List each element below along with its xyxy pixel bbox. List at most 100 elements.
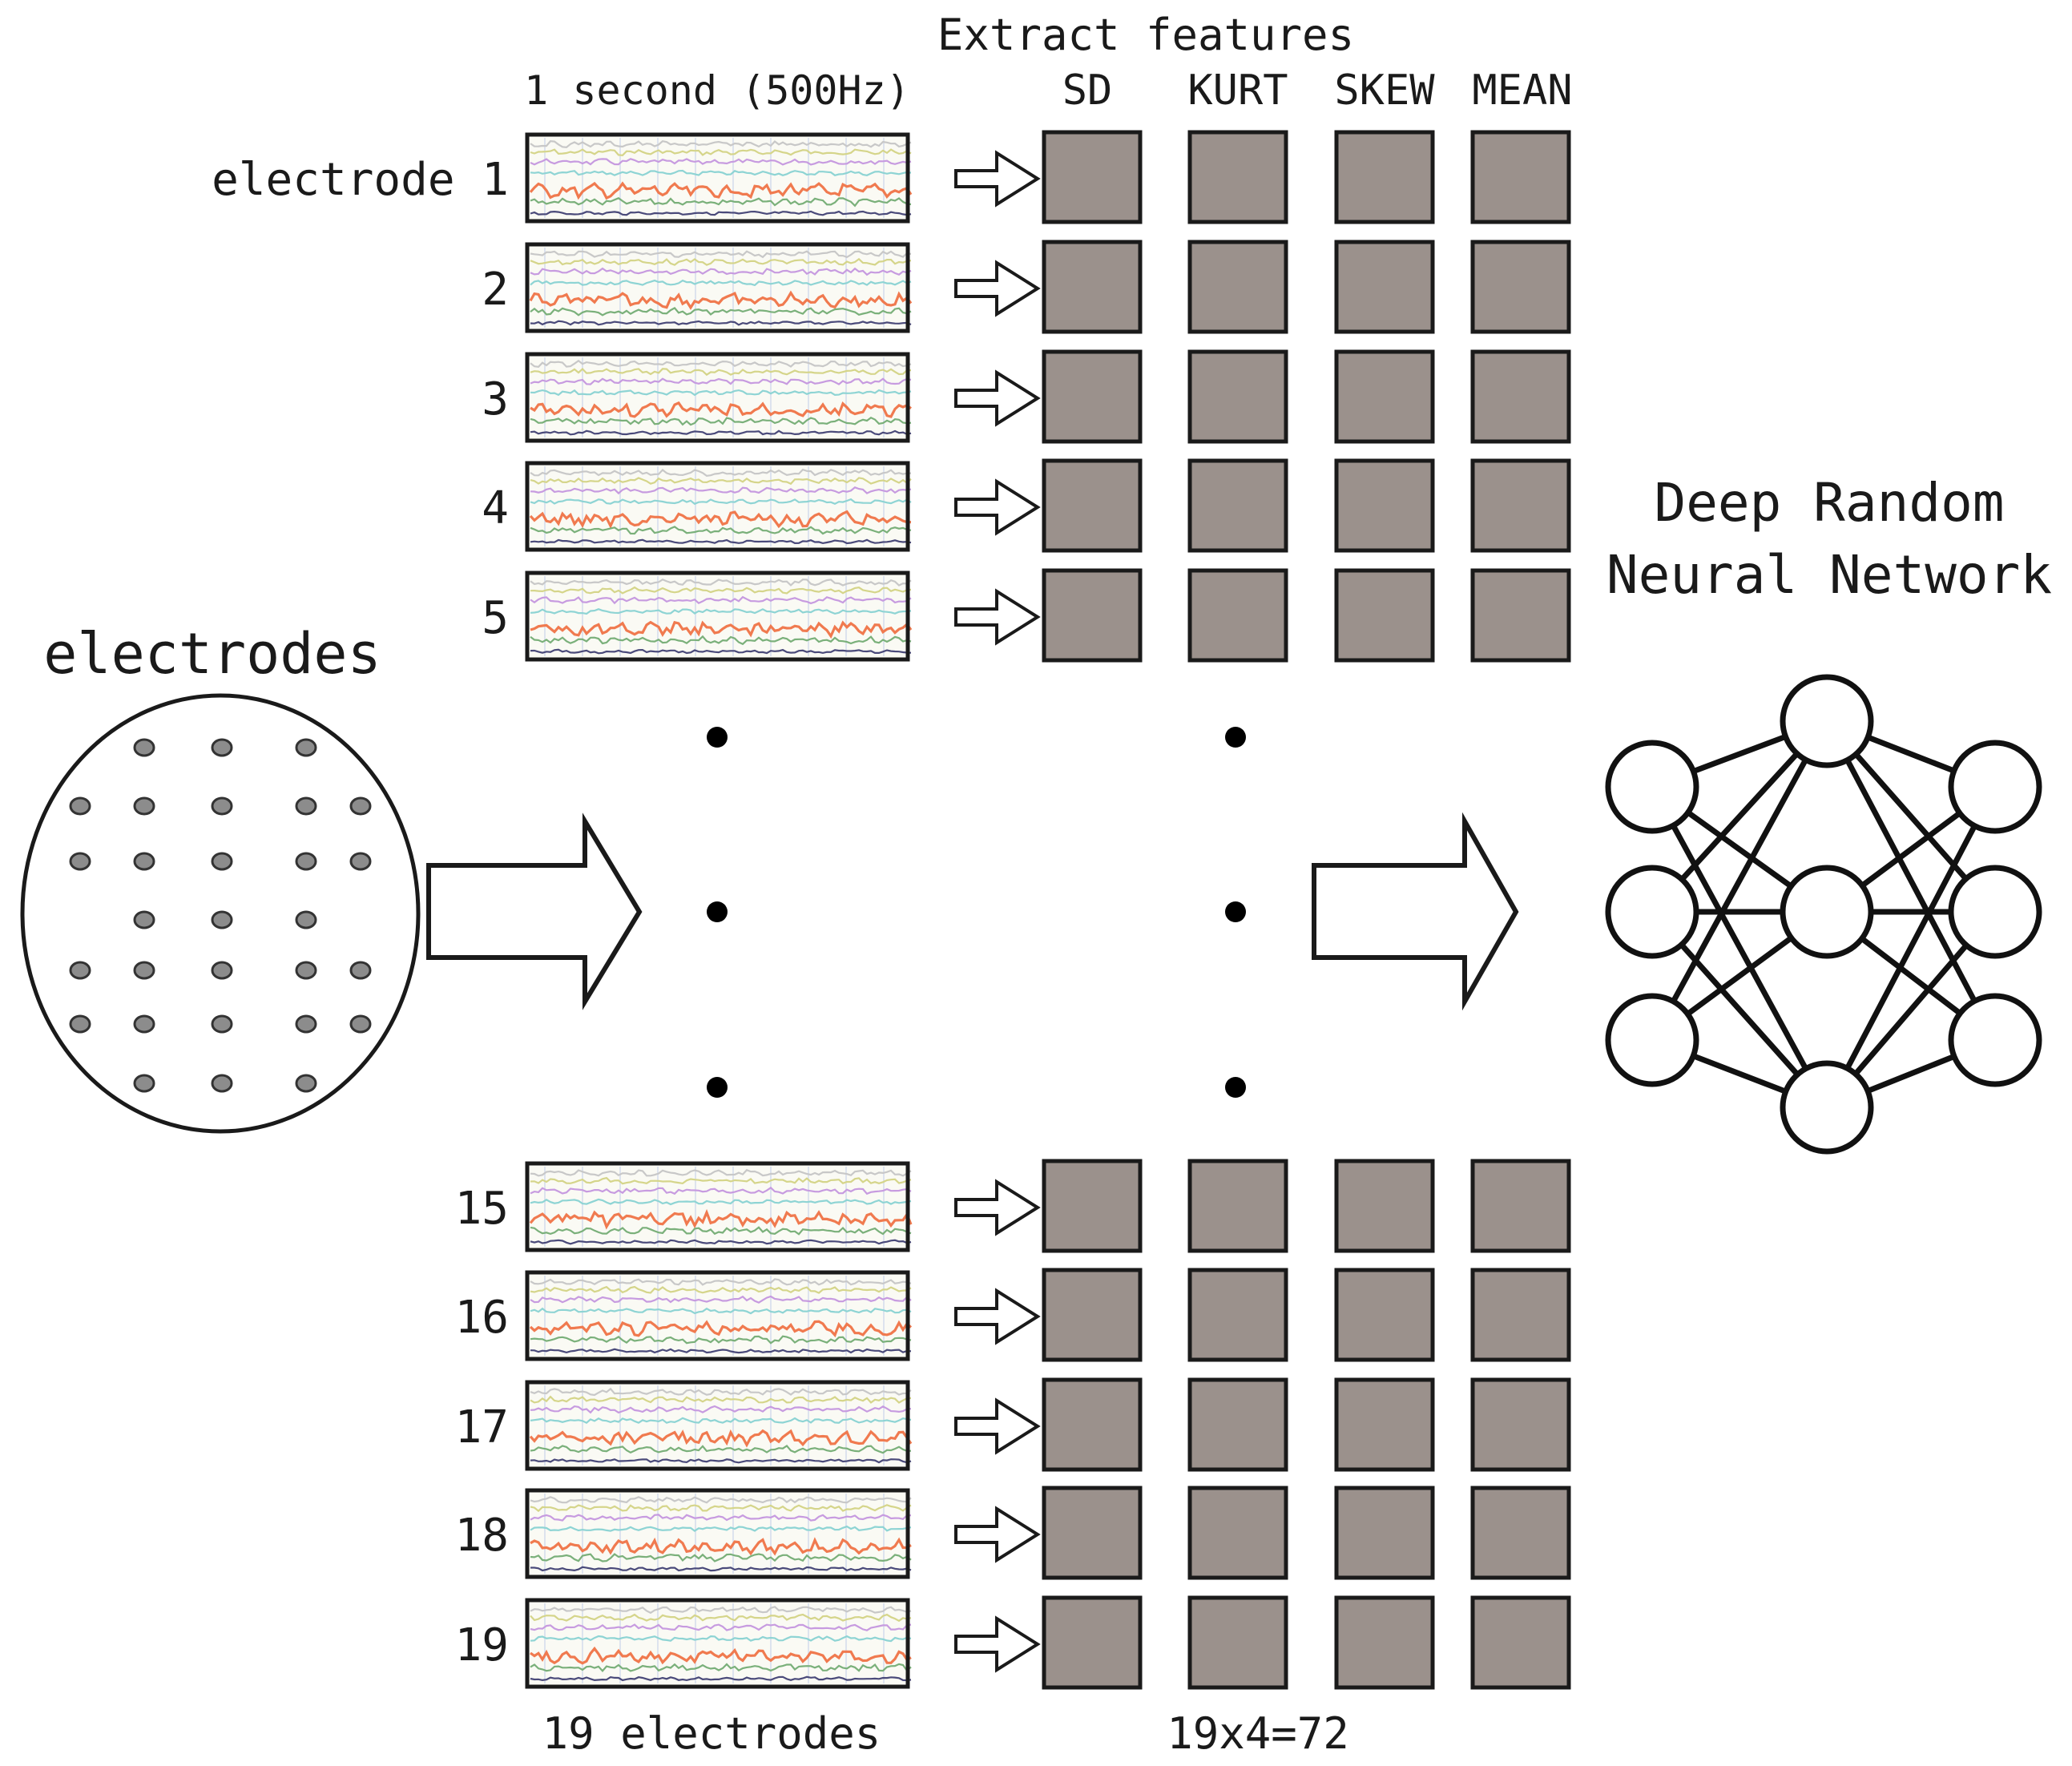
feature-box-kurt xyxy=(1187,349,1288,444)
feature-box-sd xyxy=(1042,1486,1143,1580)
ellipsis-dots-signals xyxy=(707,727,728,1098)
electrode-row: 16 xyxy=(455,1268,1571,1362)
electrode-row: 2 xyxy=(482,240,1571,334)
feature-box-skew xyxy=(1334,458,1435,553)
feature-box-sd xyxy=(1042,130,1143,224)
extract-features-title: Extract features xyxy=(937,10,1354,60)
feature-box-skew xyxy=(1334,1377,1435,1472)
scalp-electrode-dot xyxy=(133,852,155,871)
scalp-electrode-dot xyxy=(69,852,91,871)
feature-box-mean xyxy=(1470,349,1571,444)
scalp-electrode-dot xyxy=(133,961,155,980)
electrode-row: 15 xyxy=(455,1159,1571,1253)
scalp-electrode-dot xyxy=(295,852,317,871)
scalp-electrode-dot xyxy=(211,738,233,757)
electrode-row-label: 3 xyxy=(482,373,509,425)
feature-box-skew xyxy=(1334,240,1435,334)
feature-box-kurt xyxy=(1187,568,1288,663)
feature-box-skew xyxy=(1334,349,1435,444)
feature-box-mean xyxy=(1470,568,1571,663)
feature-box-kurt xyxy=(1187,1595,1288,1690)
ellipsis-dot xyxy=(707,1077,728,1098)
network-title-line2: Neural Network xyxy=(1606,544,2052,606)
feature-box-kurt xyxy=(1187,1486,1288,1580)
scalp-electrode-dot xyxy=(133,1014,155,1034)
electrode-row: electrode 1 xyxy=(212,130,1571,224)
network-node xyxy=(1605,740,1699,834)
electrode-row-label: 5 xyxy=(482,592,509,644)
feature-column-mean: MEAN xyxy=(1472,67,1572,115)
network-node xyxy=(1948,740,2042,834)
network-nodes xyxy=(1605,674,2042,1155)
feature-box-sd xyxy=(1042,1377,1143,1472)
small-arrow-right-icon xyxy=(954,1397,1041,1455)
electrode-row: 19 xyxy=(455,1595,1571,1690)
scalp-electrode-dot xyxy=(295,910,317,929)
electrode-row-label: 16 xyxy=(455,1292,509,1344)
feature-column-kurt: KURT xyxy=(1187,67,1288,115)
small-arrow-right-icon xyxy=(954,260,1041,317)
electrode-row: 17 xyxy=(455,1377,1571,1472)
network-node xyxy=(1780,865,1874,959)
network-node xyxy=(1780,674,1874,768)
eeg-signal-strip xyxy=(525,571,913,662)
feature-box-sd xyxy=(1042,1595,1143,1690)
scalp-electrode-dot xyxy=(133,738,155,757)
network-node xyxy=(1605,993,1699,1087)
small-arrow-right-icon xyxy=(954,1179,1041,1236)
electrode-row-label: 4 xyxy=(482,482,509,534)
electrode-row-label: 2 xyxy=(482,264,509,316)
electrode-row: 3 xyxy=(482,349,1571,444)
small-arrow-right-icon xyxy=(954,150,1041,208)
network-node xyxy=(1948,993,2042,1087)
scalp-electrode-dot xyxy=(69,1014,91,1034)
eeg-signal-strip xyxy=(525,352,912,443)
big-arrow-right-icon xyxy=(1312,812,1519,1011)
feature-box-skew xyxy=(1334,1595,1435,1690)
network-title-line1: Deep Random xyxy=(1654,472,2004,534)
electrode-rows: electrode 1 2 3 4 5 15 16 17 18 19 xyxy=(212,130,1571,1690)
scalp-electrode-dot xyxy=(349,852,372,871)
electrode-row-label: 17 xyxy=(455,1401,509,1454)
feature-box-sd xyxy=(1042,568,1143,663)
eeg-signal-strip xyxy=(525,461,912,552)
feature-column-sd: SD xyxy=(1062,67,1113,115)
feature-box-kurt xyxy=(1187,1268,1288,1362)
scalp-electrode-dot xyxy=(211,1074,233,1093)
feature-box-sd xyxy=(1042,240,1143,334)
feature-box-mean xyxy=(1470,1268,1571,1362)
eeg-signal-strip xyxy=(525,1598,912,1689)
electrode-row: 18 xyxy=(455,1486,1571,1580)
feature-box-mean xyxy=(1470,240,1571,334)
feature-box-sd xyxy=(1042,1268,1143,1362)
feature-box-sd xyxy=(1042,349,1143,444)
scalp-electrode-dot xyxy=(69,796,91,816)
ellipsis-dot xyxy=(1225,901,1246,922)
ellipsis-dot xyxy=(707,901,728,922)
feature-box-mean xyxy=(1470,1159,1571,1253)
feature-box-mean xyxy=(1470,458,1571,553)
feature-box-kurt xyxy=(1187,1377,1288,1472)
small-arrow-right-icon xyxy=(954,369,1041,427)
feature-box-mean xyxy=(1470,1595,1571,1690)
ellipsis-dot xyxy=(1225,727,1246,748)
feature-box-skew xyxy=(1334,1159,1435,1253)
small-arrow-right-icon xyxy=(954,588,1041,646)
feature-box-skew xyxy=(1334,130,1435,224)
scalp-electrode-dot xyxy=(133,796,155,816)
electrode-row-label: 15 xyxy=(455,1183,509,1235)
scalp-electrode-dot xyxy=(295,961,317,980)
ellipsis-dot xyxy=(1225,1077,1246,1098)
feature-box-mean xyxy=(1470,1486,1571,1580)
scalp-electrode-dot xyxy=(295,1074,317,1093)
network-node xyxy=(1605,865,1699,959)
scalp-electrode-dot xyxy=(295,738,317,757)
scalp-electrode-dot xyxy=(211,796,233,816)
feature-box-mean xyxy=(1470,130,1571,224)
feature-box-kurt xyxy=(1187,1159,1288,1253)
scalp-electrode-dot xyxy=(295,796,317,816)
scalp-electrode-dot xyxy=(133,910,155,929)
eeg-signal-strip xyxy=(525,1161,913,1252)
